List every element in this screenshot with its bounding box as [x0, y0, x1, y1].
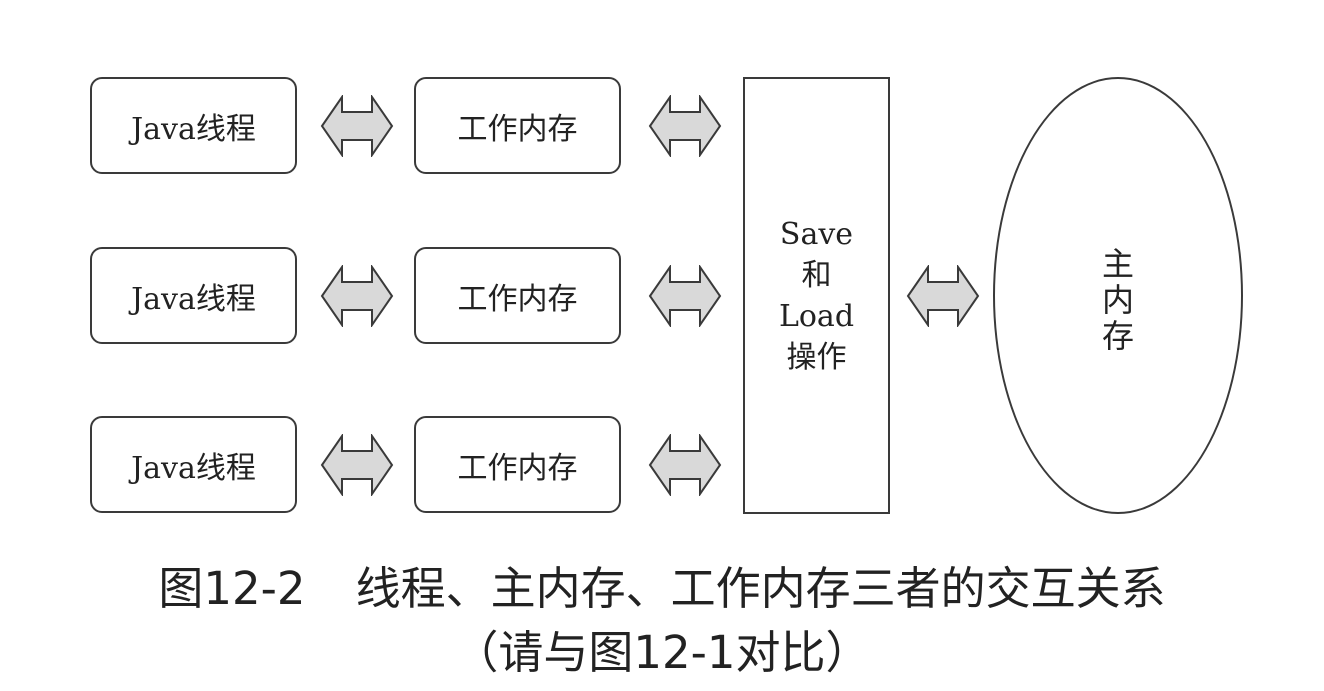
java-thread-label: Java线程: [131, 281, 256, 317]
working-memory-label: 工作内存: [457, 450, 578, 486]
double-arrow-icon: [648, 434, 722, 496]
working-memory-box-3: 工作内存: [414, 416, 621, 513]
main-memory-char-1: 主: [1101, 245, 1134, 283]
save-load-box: Save 和 Load 操作: [743, 77, 890, 514]
main-memory-char-2: 内: [1101, 281, 1134, 319]
main-memory-ellipse: [993, 77, 1243, 514]
java-thread-box-3: Java线程: [90, 416, 297, 513]
java-thread-box-2: Java线程: [90, 247, 297, 344]
main-memory-char-3: 存: [1101, 317, 1134, 355]
save-load-line-1: Save: [779, 216, 854, 252]
double-arrow-icon: [320, 434, 394, 496]
double-arrow-icon: [648, 95, 722, 157]
working-memory-label: 工作内存: [457, 111, 578, 147]
double-arrow-icon: [648, 265, 722, 327]
save-load-line-3: Load: [778, 298, 855, 334]
working-memory-box-2: 工作内存: [414, 247, 621, 344]
save-load-line-2: 和: [801, 257, 832, 293]
java-thread-label: Java线程: [131, 450, 256, 486]
java-thread-box-1: Java线程: [90, 77, 297, 174]
figure-note: （请与图12-1对比）: [453, 626, 871, 679]
working-memory-box-1: 工作内存: [414, 77, 621, 174]
double-arrow-icon: [320, 95, 394, 157]
figure-title: 线程、主内存、工作内存三者的交互关系: [355, 562, 1166, 615]
figure-number: 图12-2: [158, 562, 306, 615]
save-load-line-4: 操作: [786, 339, 847, 375]
main-memory-label: 主 内 存: [1096, 246, 1140, 354]
working-memory-label: 工作内存: [457, 281, 578, 317]
java-thread-label: Java线程: [131, 111, 256, 147]
double-arrow-icon: [906, 265, 980, 327]
double-arrow-icon: [320, 265, 394, 327]
figure-caption: 图12-2 线程、主内存、工作内存三者的交互关系: [0, 552, 1324, 617]
